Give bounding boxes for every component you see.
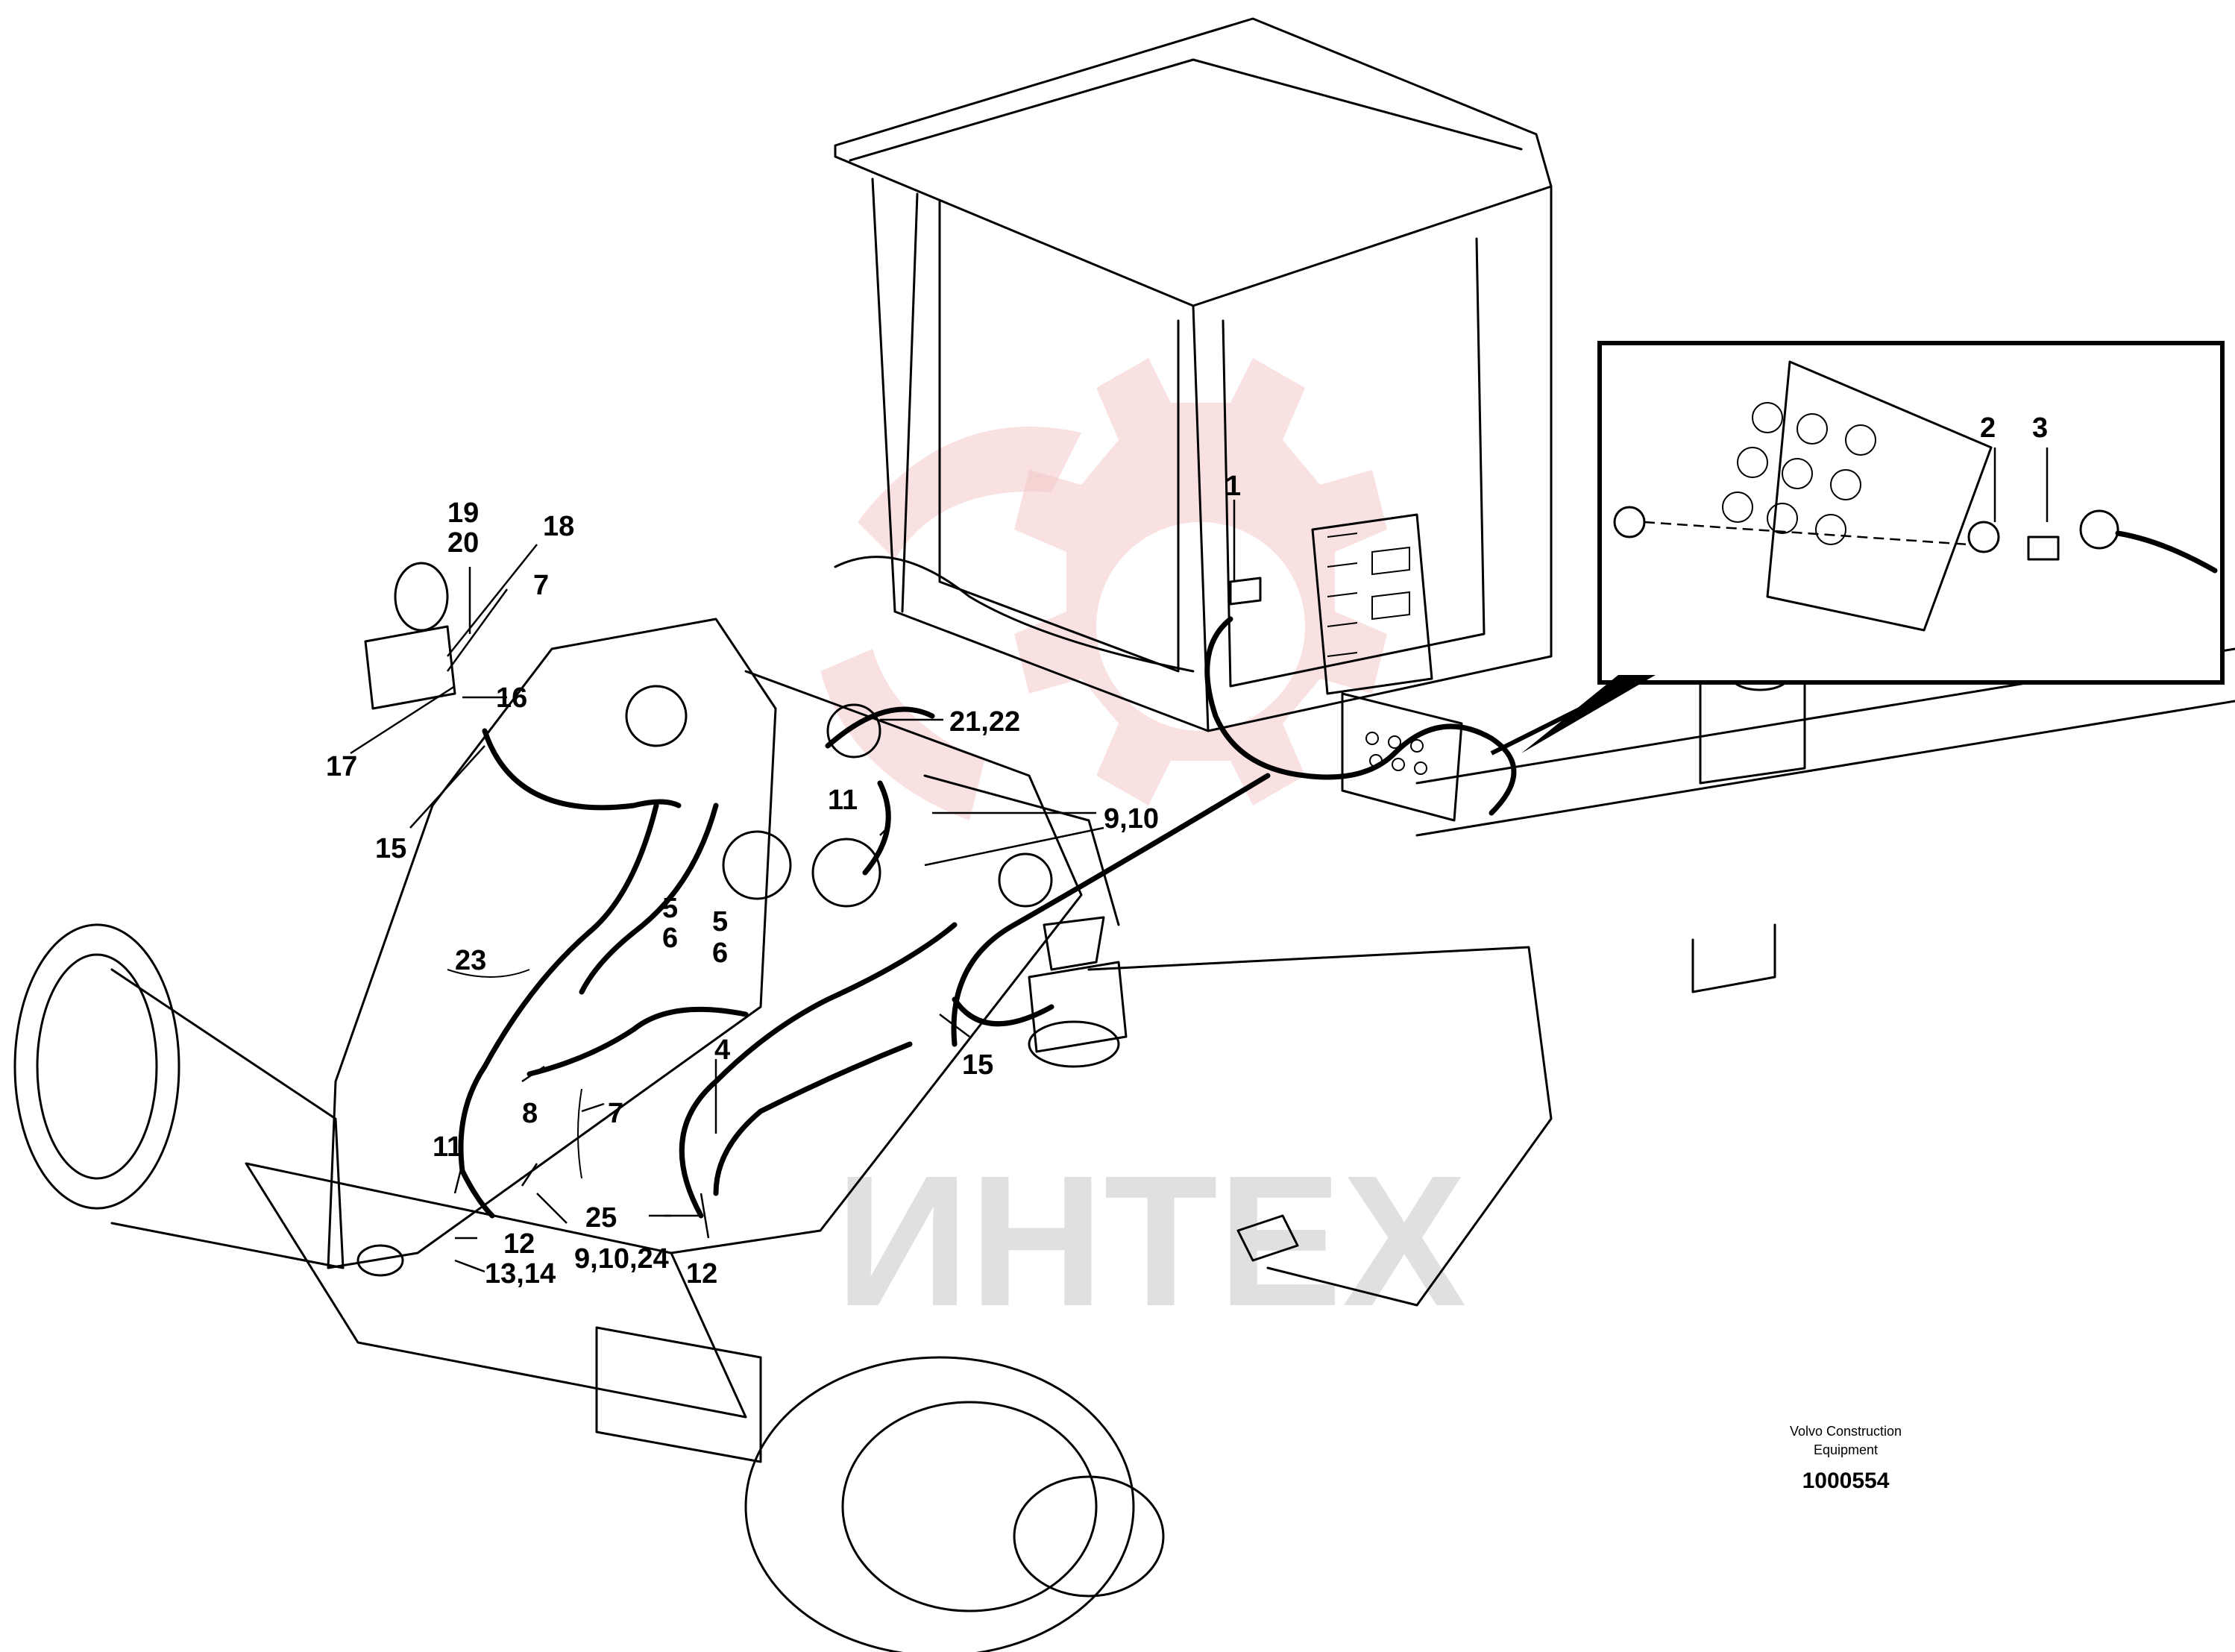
callout-25: 25 [585,1202,617,1234]
callout-9-10-top: 9,10 [1104,803,1159,835]
callout-21-22: 21,22 [949,706,1020,738]
callout-19: 19 [447,497,479,529]
callout-15-right: 15 [962,1049,993,1081]
callout-8: 8 [522,1098,538,1129]
callout-7-top: 7 [533,570,549,601]
callout-18: 18 [543,511,574,542]
detail-inset [1490,341,2225,756]
connector-plate [1341,692,1463,822]
callout-4: 4 [714,1034,730,1066]
callout-17: 17 [326,751,357,782]
callout-7-bottom: 7 [608,1098,623,1129]
callout-12-left: 12 [503,1228,535,1260]
leader-lines [350,447,2049,1273]
callout-23: 23 [455,945,486,976]
loader-frame [327,618,1120,1277]
callout-6-left: 6 [662,923,678,954]
callout-11-bottom: 11 [433,1131,462,1163]
callout-9-10-24: 9,10,24 [574,1243,669,1275]
caption-line-1: Volvo Construction [1790,1424,1902,1439]
cab-outline [834,17,1553,732]
work-lamp-front [1028,916,1128,1053]
caption-line-2: Equipment [1814,1442,1878,1457]
horn [826,703,881,759]
caption-diagram-id: 1000554 [1802,1469,1890,1493]
callout-20: 20 [447,527,479,559]
wiring-harness [447,616,1517,1219]
work-lamp-rear [364,562,456,710]
callout-11-top: 11 [828,785,858,816]
callout-3: 3 [2032,412,2048,444]
watermark-gear-logo [820,358,1387,820]
callout-1: 1 [1225,471,1241,502]
callout-6-right: 6 [712,938,728,969]
axle-assembly [13,923,1165,1652]
callout-16: 16 [496,682,527,714]
callout-5-right: 5 [712,906,728,938]
caption-block: Volvo Construction Equipment 1000554 [1790,1424,1902,1493]
callout-labels: 1 2 3 19 20 18 7 16 17 15 21,22 11 9,10 … [326,412,2048,1290]
callout-13-14: 13,14 [485,1258,556,1290]
callout-5-left: 5 [662,893,678,924]
fuse-panel [1229,513,1433,695]
watermark-text: ИНТЕХ [835,1137,1466,1345]
callout-2: 2 [1980,412,1996,444]
callout-12-right: 12 [686,1258,717,1290]
callout-15-left: 15 [375,833,406,864]
